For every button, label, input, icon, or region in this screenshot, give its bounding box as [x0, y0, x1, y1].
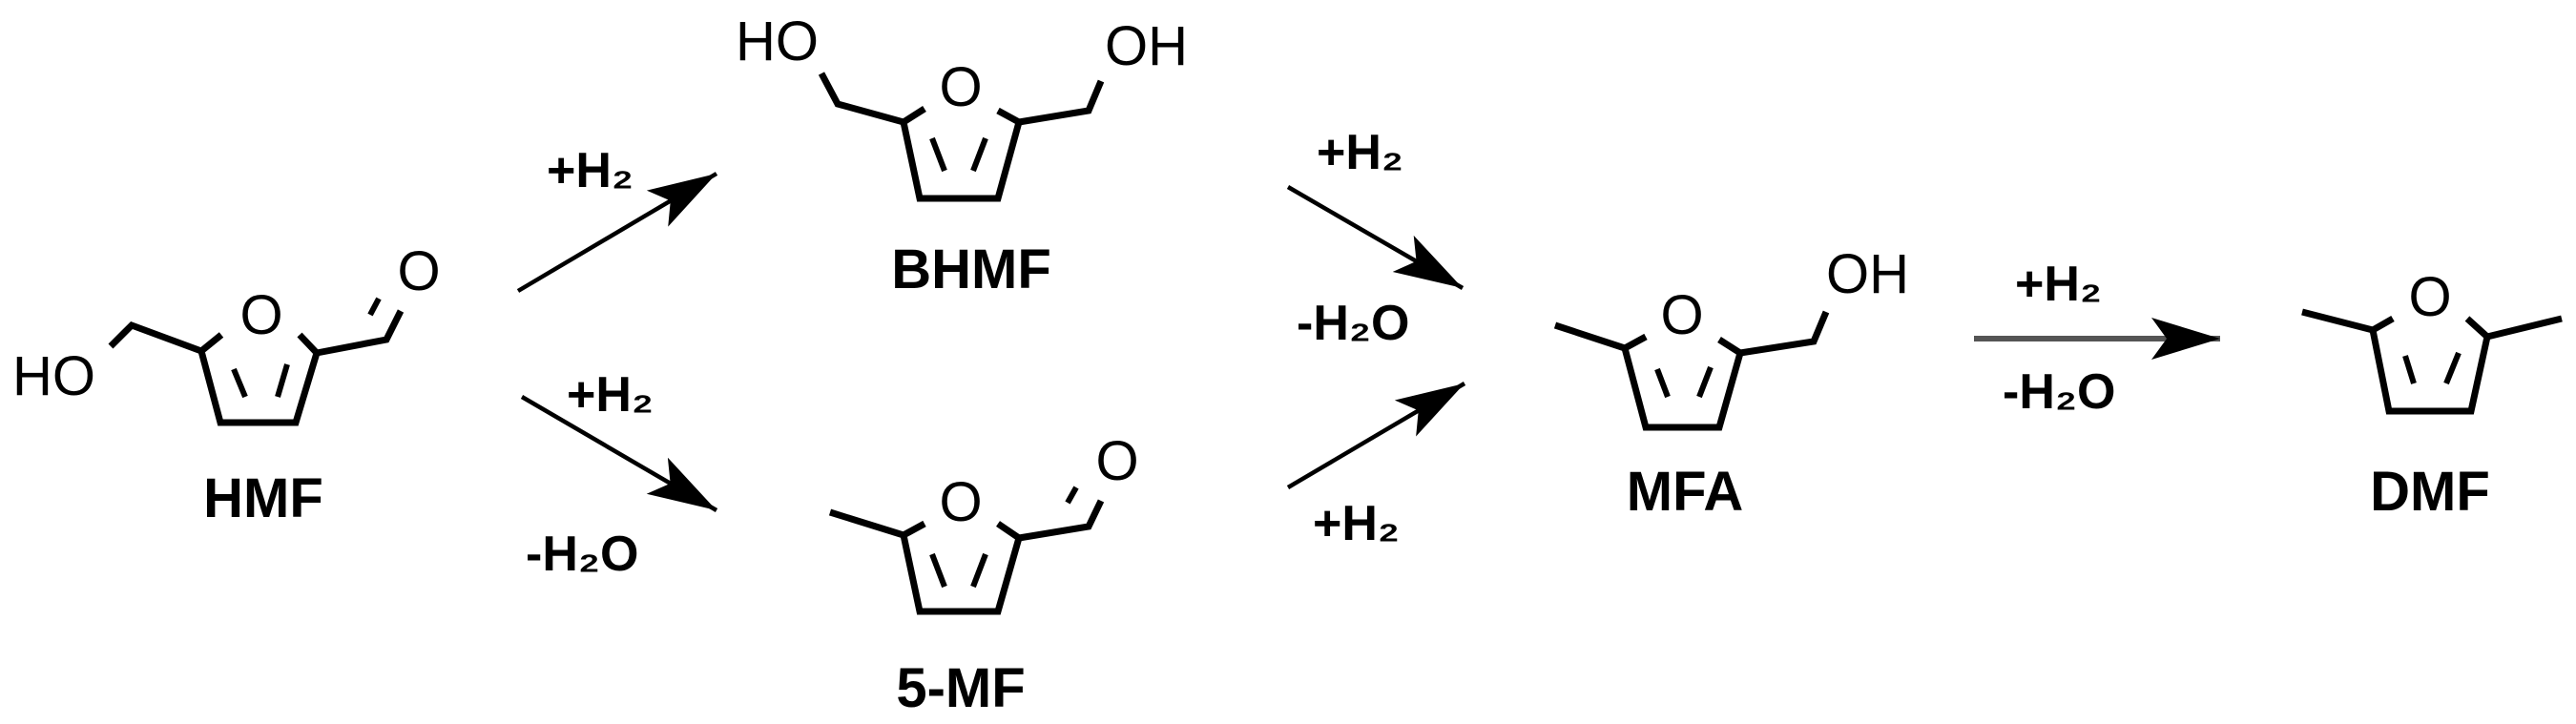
condition-above: +H₂	[2015, 257, 2102, 312]
molecule-name-hmf: HMF	[203, 467, 323, 529]
reaction-arrow	[1286, 185, 1465, 290]
reaction-arrow	[1286, 382, 1466, 489]
furan-ring	[2369, 315, 2491, 415]
double-bond	[1696, 365, 1714, 399]
double-bond	[929, 552, 947, 589]
carbonyl-double-bond	[1065, 486, 1079, 505]
atom-label-carbonyl-o: O	[1095, 430, 1138, 492]
bond-hydroxymethyl	[1739, 310, 1830, 357]
arrow-hmf-to-bhmf: +H₂	[516, 143, 718, 293]
furan-ring	[197, 332, 321, 426]
condition-below: +H₂	[1313, 496, 1400, 551]
atom-label-ho: HO	[12, 345, 95, 407]
bond-aldehyde	[316, 309, 405, 357]
double-bond	[929, 136, 947, 173]
molecule-mfa: O OH MFA	[1553, 243, 1909, 523]
bond-methyl	[828, 508, 905, 539]
molecule-name-mfa: MFA	[1627, 461, 1743, 523]
molecule-5mf: O O 5-MF	[828, 430, 1139, 719]
atom-label-oh: OH	[1105, 15, 1188, 77]
double-bond	[231, 367, 248, 399]
condition-above: +H₂	[1317, 125, 1403, 180]
reaction-arrow	[520, 395, 718, 512]
condition-below: -H₂O	[526, 527, 638, 582]
bond-hydroxymethyl-left	[818, 72, 904, 126]
carbonyl-double-bond	[367, 297, 382, 317]
molecule-name-bhmf: BHMF	[891, 238, 1051, 300]
molecule-hmf: HO O O HMF	[12, 240, 441, 529]
molecule-name-dmf: DMF	[2370, 461, 2490, 523]
molecule-bhmf: HO O OH BHMF	[736, 10, 1188, 300]
double-bond	[2402, 355, 2417, 384]
bond-methyl-right	[2486, 315, 2563, 341]
double-bond	[970, 552, 988, 589]
condition-above: +H₂	[547, 143, 634, 198]
molecule-name-5mf: 5-MF	[896, 657, 1025, 719]
bond-aldehyde	[1018, 499, 1105, 542]
atom-label-ho: HO	[736, 10, 819, 72]
condition-below: -H₂O	[1297, 296, 1409, 351]
double-bond	[1654, 367, 1671, 399]
arrow-bhmf-to-mfa: +H₂ -H₂O	[1286, 125, 1465, 351]
atom-label-ring-o: O	[939, 471, 982, 533]
double-bond	[275, 363, 290, 398]
double-bond	[970, 136, 988, 173]
atom-label-ring-o: O	[1660, 284, 1703, 346]
arrow-5mf-to-mfa: +H₂	[1286, 382, 1466, 551]
arrow-mfa-to-dmf: +H₂ -H₂O	[1974, 257, 2220, 420]
bond-hydroxymethyl-right	[1018, 79, 1105, 126]
bond-methyl-left	[2301, 308, 2374, 334]
atom-label-carbonyl-o: O	[397, 240, 440, 302]
atom-label-oh: OH	[1826, 243, 1909, 305]
atom-label-ring-o: O	[939, 56, 982, 118]
atom-label-ring-o: O	[2408, 266, 2451, 328]
arrow-hmf-to-5mf: +H₂ -H₂O	[520, 367, 718, 582]
molecule-dmf: O DMF	[2301, 266, 2563, 523]
atom-label-ring-o: O	[239, 284, 282, 346]
double-bond	[2443, 351, 2462, 385]
furan-ring	[1620, 333, 1745, 431]
reaction-arrow	[516, 172, 718, 293]
bond-hydroxymethyl	[108, 321, 203, 355]
condition-above: +H₂	[567, 367, 654, 423]
condition-below: -H₂O	[2003, 364, 2115, 420]
furan-ring	[900, 106, 1024, 202]
bond-methyl	[1553, 321, 1627, 352]
furan-ring	[900, 520, 1024, 615]
